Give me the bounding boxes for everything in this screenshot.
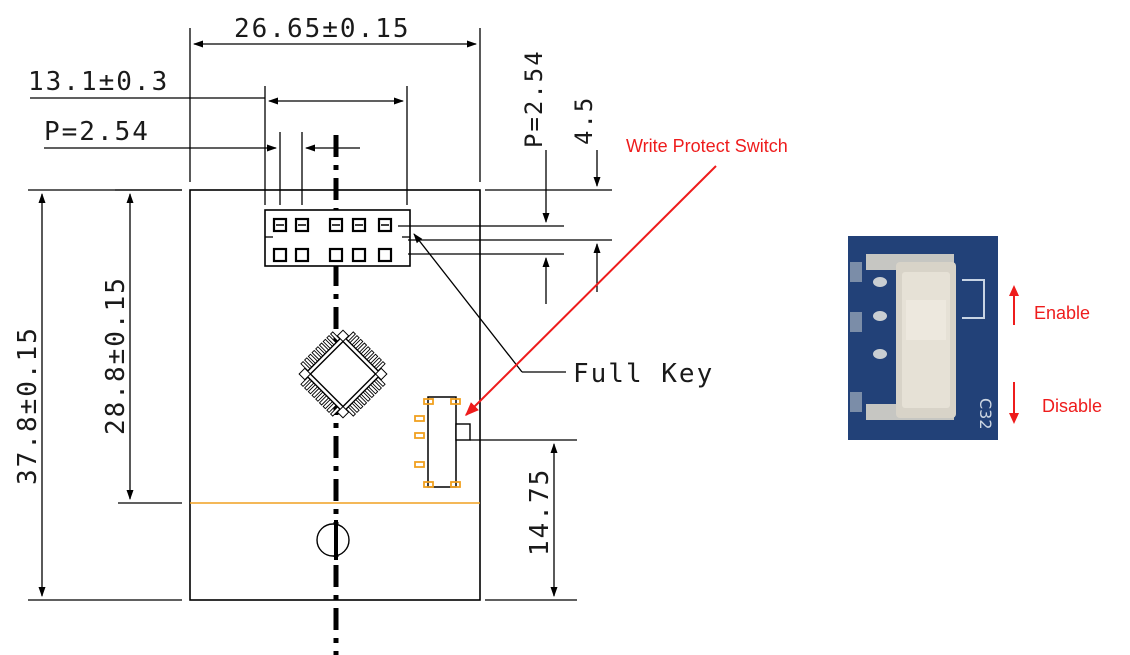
header-pin [328, 247, 344, 263]
dim-header-span [30, 86, 408, 205]
dim-height-to-line-label: 28.8±0.15 [101, 276, 131, 435]
dim-pitch-horizontal [44, 132, 360, 205]
dim-switch-offset [470, 439, 577, 601]
mounting-hole [316, 520, 350, 560]
dim-height-overall-label: 37.8±0.15 [13, 326, 43, 485]
enable-label: Enable [1034, 303, 1090, 323]
header-pin [294, 247, 310, 263]
disable-label: Disable [1042, 396, 1102, 416]
dim-height-to-line [115, 189, 182, 504]
header-pin [272, 247, 288, 263]
write-protect-leader [465, 165, 717, 416]
dim-width-overall-label: 26.65±0.15 [234, 14, 411, 44]
switch-footprint [414, 396, 471, 488]
switch-photo: C32 [848, 236, 998, 440]
write-protect-label: Write Protect Switch [626, 136, 788, 156]
qfp-chip [298, 329, 388, 419]
arrow-up-icon [1009, 285, 1019, 325]
pin-header [264, 209, 411, 267]
dim-header-span-label: 13.1±0.3 [28, 67, 169, 97]
full-key-leader [413, 233, 566, 373]
full-key-label: Full Key [573, 359, 714, 389]
header-pin [377, 247, 393, 263]
header-pin [351, 247, 367, 263]
dim-header-offset-label: 4.5 [570, 96, 598, 145]
dim-switch-offset-label: 14.75 [525, 468, 555, 556]
dim-pitch-vertical-label: P=2.54 [520, 49, 548, 148]
arrow-down-icon [1009, 382, 1019, 424]
dim-right-extensions [398, 189, 612, 255]
silkscreen-label: C32 [976, 398, 995, 430]
dim-width-overall [189, 28, 481, 182]
dim-pitch-horizontal-label: P=2.54 [44, 117, 150, 147]
